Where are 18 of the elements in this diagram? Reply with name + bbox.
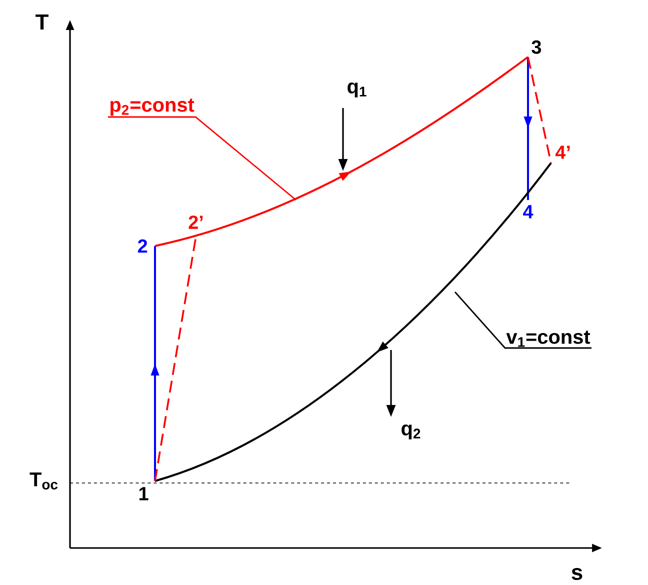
point-label: 3 [532,40,542,54]
leader-line [454,292,592,349]
process-curve [154,56,529,247]
axis-label: T [36,14,48,30]
point-label: 4’ [555,146,570,159]
curve-label: v$_{1}$=const [506,330,590,347]
point-label: 1 [140,487,148,500]
axis-label: s [572,568,582,580]
process-curve [527,56,552,164]
leader-line [108,116,296,201]
point-label: 2 [138,239,148,253]
point-label: 4 [523,205,534,218]
curve-label: p$_{2}$=const [110,98,194,116]
temperature-label: T$_{oc}$ [30,472,58,490]
process-curve [154,162,552,482]
point-label: 2’ [188,216,203,229]
heat-label: q$_{2}$ [402,424,420,440]
heat-label: q$_{1}$ [348,82,366,98]
